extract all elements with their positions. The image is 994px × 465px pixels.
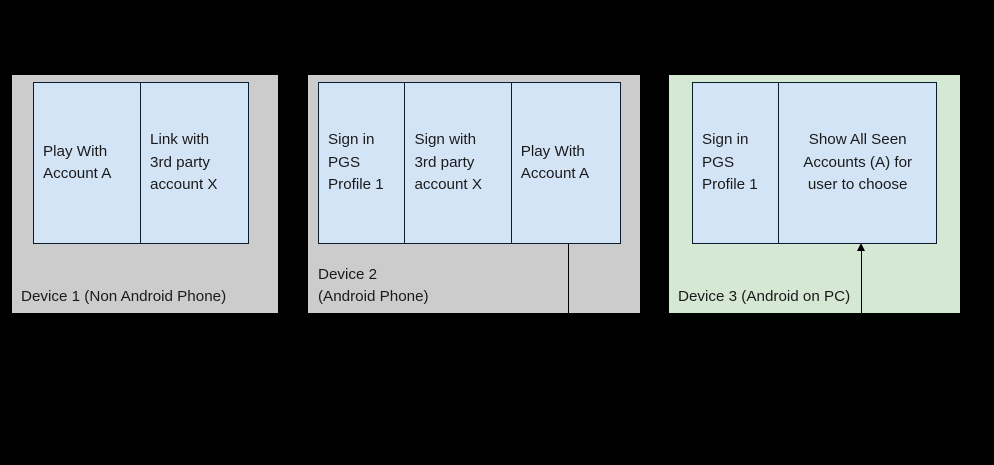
step-box-device-2-1[interactable]: Sign in PGS Profile 1: [319, 83, 406, 243]
step-row-device-2: Sign in PGS Profile 1 Sign with 3rd part…: [318, 82, 621, 244]
step-box-device-2-2[interactable]: Sign with 3rd party account X: [405, 83, 512, 243]
device-label-device-1: Device 1 (Non Android Phone): [21, 288, 227, 305]
step-box-device-3-2[interactable]: Show All Seen Accounts (A) for user to c…: [779, 83, 936, 243]
connector-into-device3: [861, 250, 862, 313]
step-box-device-1-1[interactable]: Play With Account A: [34, 83, 141, 243]
step-box-device-1-2[interactable]: Link with 3rd party account X: [141, 83, 248, 243]
connector-device2-down: [568, 244, 569, 313]
step-row-device-3: Sign in PGS Profile 1 Show All Seen Acco…: [692, 82, 937, 244]
device-label-device-2: Device 2 (Android Phone): [318, 266, 429, 305]
step-row-device-1: Play With Account A Link with 3rd party …: [33, 82, 249, 244]
step-box-device-3-1[interactable]: Sign in PGS Profile 1: [693, 83, 780, 243]
arrow-head-icon: [857, 243, 865, 251]
step-box-device-2-3[interactable]: Play With Account A: [511, 83, 620, 243]
device-label-device-3: Device 3 (Android on PC): [678, 288, 851, 305]
